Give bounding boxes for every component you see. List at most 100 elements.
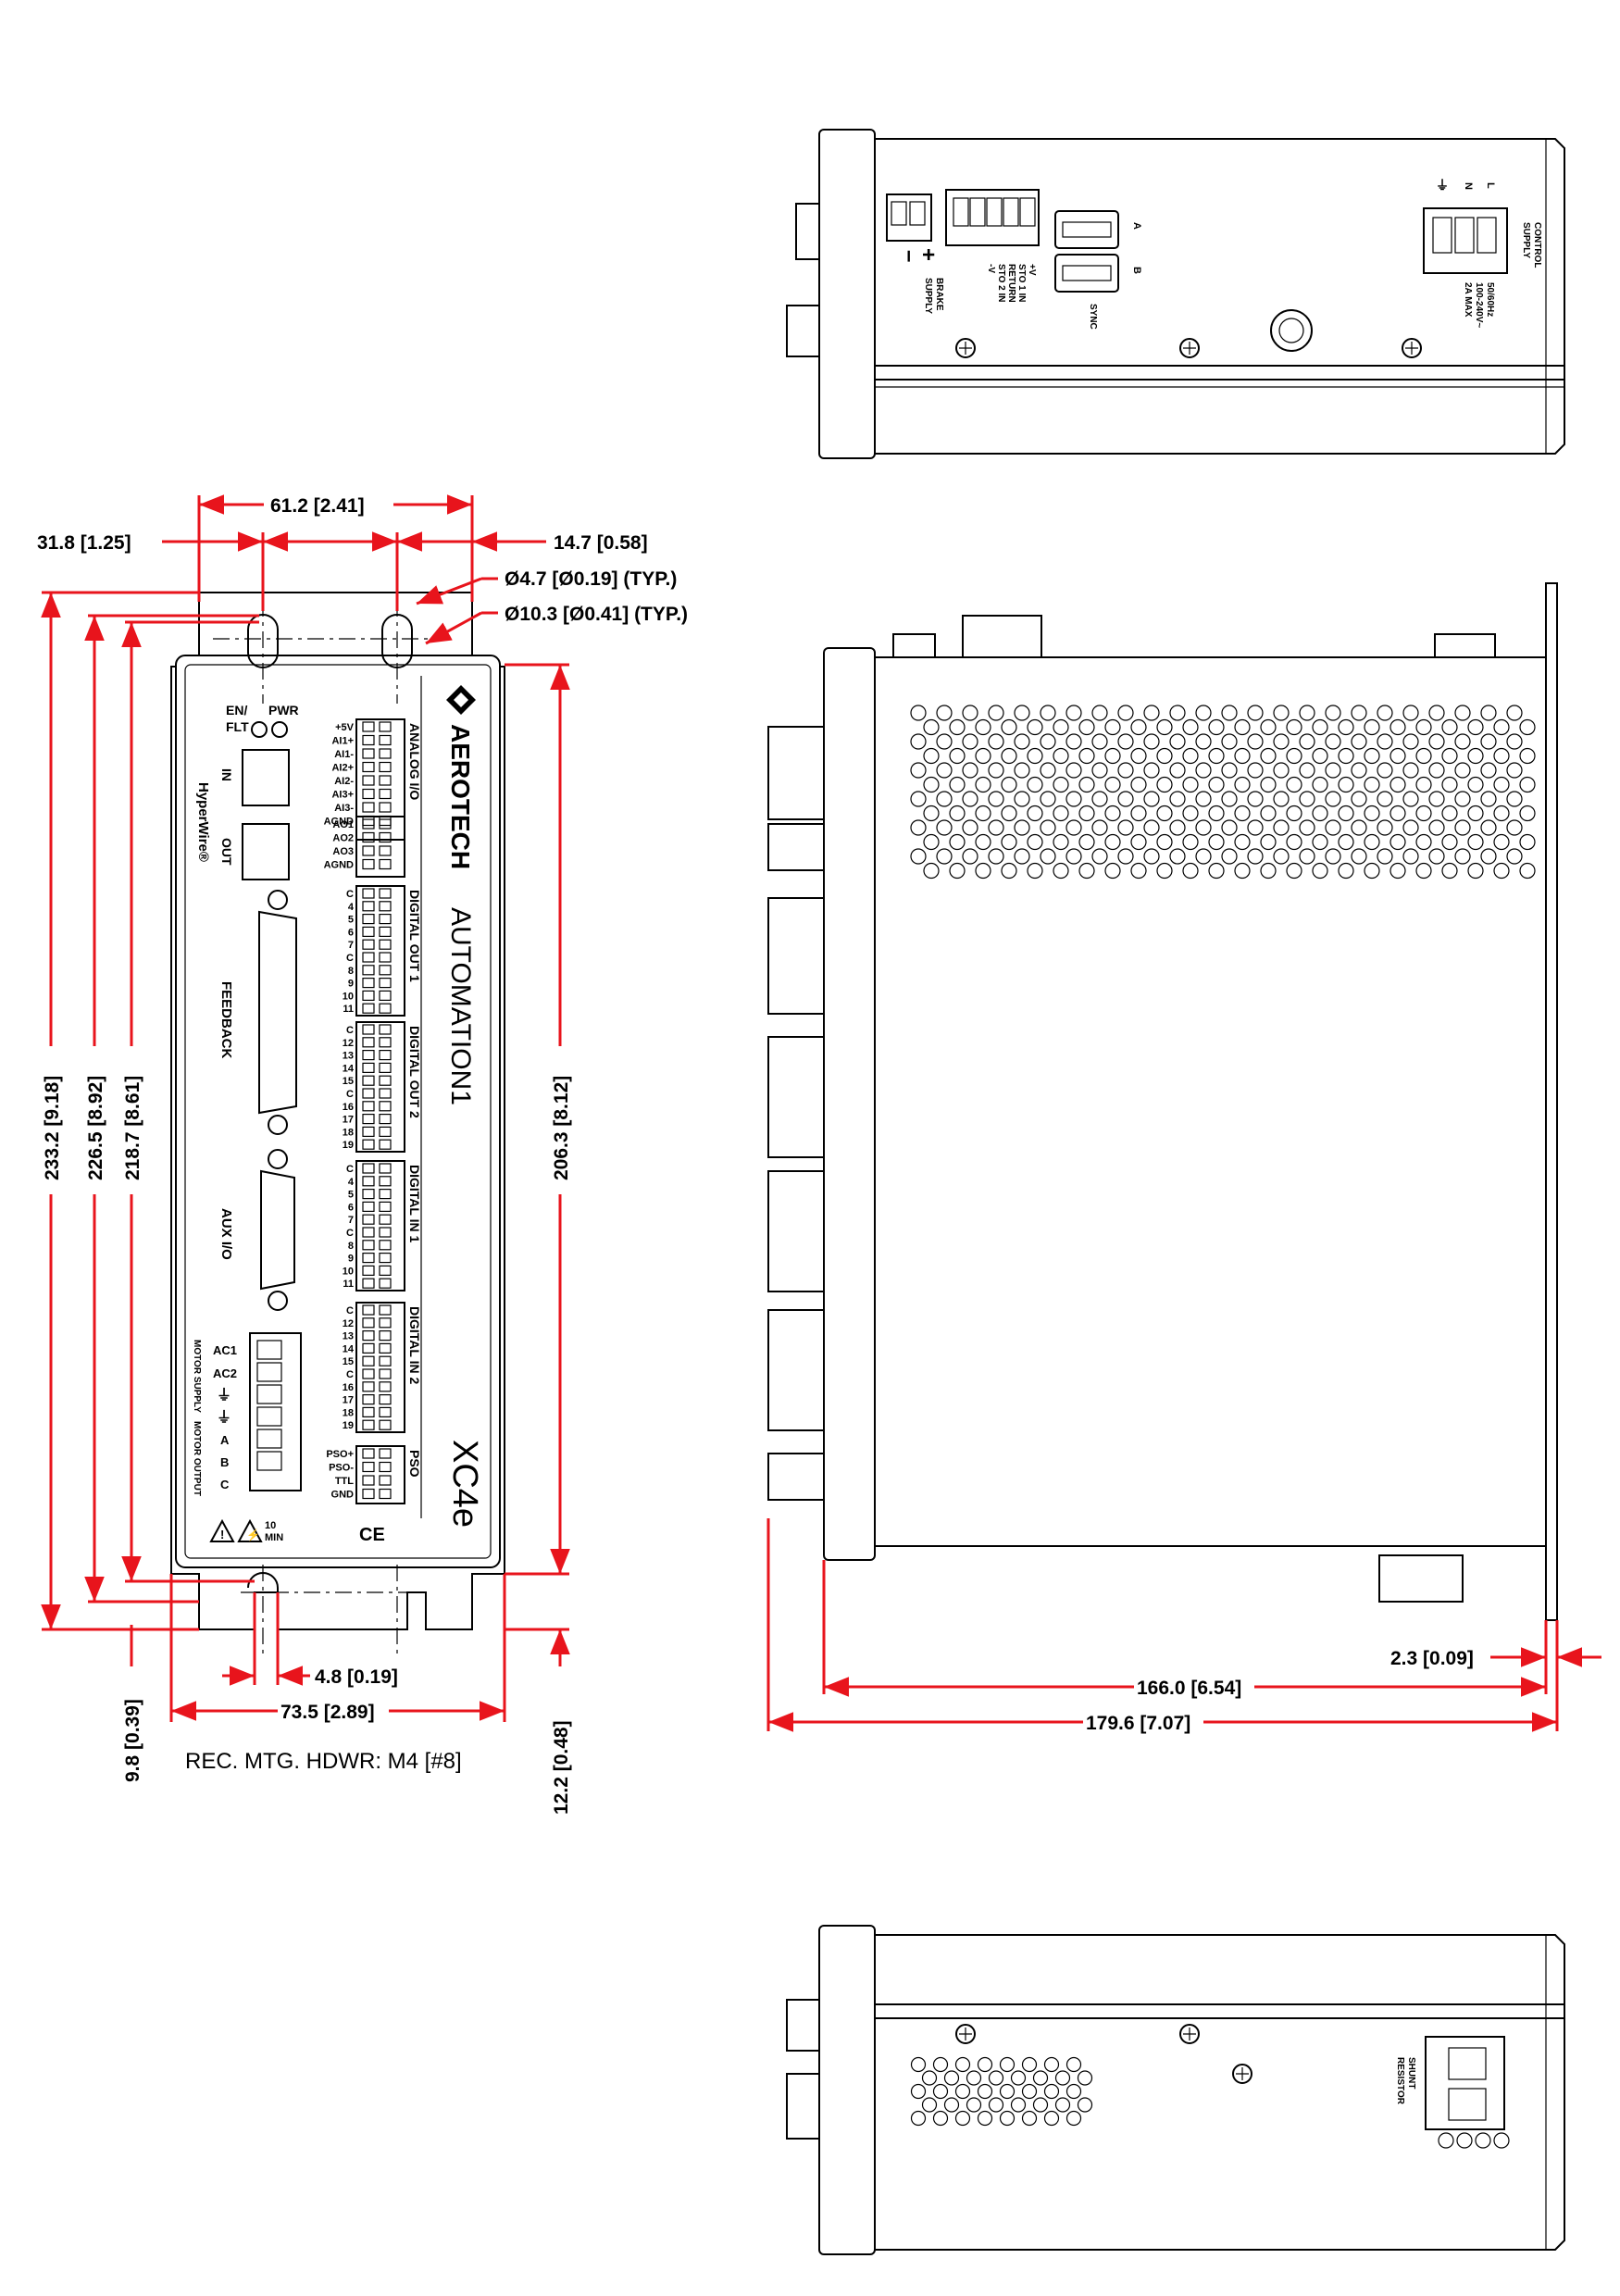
pin-label: AGND <box>324 860 354 871</box>
pin-label: 15 <box>343 1076 354 1087</box>
pin-label: 15 <box>343 1356 354 1367</box>
control-supply-connector <box>1423 207 1508 274</box>
vent-hole <box>1364 776 1380 793</box>
vent-hole <box>1027 718 1043 736</box>
vent-hole <box>1053 776 1069 793</box>
pin-label: 17 <box>343 1115 354 1126</box>
power-label-b: B <box>220 1455 229 1469</box>
vent-hole <box>1221 819 1238 836</box>
vent-hole <box>1402 791 1419 807</box>
vent-hole <box>1454 819 1471 836</box>
pin-label: 13 <box>343 1331 354 1342</box>
vent-hole <box>966 2070 982 2086</box>
vent-hole <box>910 2056 927 2073</box>
vent-hole <box>943 2070 960 2086</box>
vent-hole <box>1428 762 1445 779</box>
vent-hole <box>949 805 966 822</box>
vent-hole <box>1247 791 1264 807</box>
control-terminal-n: N <box>1463 182 1474 190</box>
dim-166-0: 166.0 [6.54] <box>1137 1678 1241 1699</box>
svg-text:RESISTOR: RESISTOR <box>1395 2057 1405 2105</box>
top-view-connector-stub <box>795 203 820 260</box>
vent-hole <box>1377 819 1393 836</box>
vent-hole <box>910 2083 927 2100</box>
vent-hole <box>1467 747 1484 765</box>
en-flt-led <box>251 721 268 738</box>
vent-hole <box>1351 705 1367 721</box>
vent-hole <box>1117 762 1134 779</box>
vent-hole <box>1208 718 1225 736</box>
vent-hole <box>1078 862 1095 880</box>
vent-hole <box>1441 805 1458 822</box>
vent-hole <box>1273 819 1290 836</box>
vent-hole <box>1195 848 1212 865</box>
vent-hole <box>936 791 953 807</box>
vent-hole <box>1325 705 1341 721</box>
vent-holes <box>1438 2132 1510 2149</box>
vent-hole <box>1312 862 1328 880</box>
vent-hole <box>1104 747 1121 765</box>
vent-hole <box>1493 805 1510 822</box>
vent-hole <box>1454 848 1471 865</box>
pin-label: 14 <box>343 1063 355 1074</box>
vent-hole <box>1519 862 1536 880</box>
vent-hole <box>1402 762 1419 779</box>
pin-label: AI2+ <box>331 763 354 774</box>
pin-label: 16 <box>343 1382 354 1393</box>
vent-hole <box>1014 705 1030 721</box>
brake-supply-label: BRAKE <box>934 278 944 311</box>
product-line: AUTOMATION1 <box>445 907 476 1105</box>
usb-label-b: B <box>1131 267 1142 274</box>
vent-hole <box>1428 733 1445 750</box>
vent-hole <box>1221 791 1238 807</box>
vent-hole <box>1454 705 1471 721</box>
vent-hole <box>1040 819 1056 836</box>
pin-label: 13 <box>343 1051 354 1062</box>
dim-233-2: 233.2 [9.18] <box>42 1076 63 1180</box>
pin-label: AO2 <box>332 833 354 844</box>
vent-hole <box>975 833 991 851</box>
side-connectors <box>767 726 825 1501</box>
vent-hole <box>1014 733 1030 750</box>
vent-hole <box>1480 762 1497 779</box>
vent-holes <box>910 2056 1093 2127</box>
vent-hole <box>1010 2070 1027 2086</box>
screw-icon <box>955 338 976 358</box>
vent-hole <box>910 733 927 750</box>
vent-hole <box>936 733 953 750</box>
vent-hole <box>1054 2097 1071 2113</box>
vent-hole <box>988 2097 1004 2113</box>
vent-hole <box>936 848 953 865</box>
vent-hole <box>1001 718 1017 736</box>
vent-hole <box>1351 762 1367 779</box>
vent-hole <box>1441 718 1458 736</box>
dim-73-5: 73.5 [2.89] <box>280 1702 375 1723</box>
vent-hole <box>1377 848 1393 865</box>
vent-hole <box>1130 718 1147 736</box>
vent-hole <box>1078 718 1095 736</box>
vent-hole <box>1351 791 1367 807</box>
vent-hole <box>1351 733 1367 750</box>
vent-hole <box>1143 848 1160 865</box>
vent-hole <box>1338 776 1354 793</box>
vent-hole <box>1234 833 1251 851</box>
terminal-block-title: DIGITAL IN 2 <box>407 1306 422 1384</box>
vent-hole <box>1415 833 1432 851</box>
vent-hole <box>1364 747 1380 765</box>
vent-hole <box>1493 718 1510 736</box>
vent-hole <box>1054 2070 1071 2086</box>
vent-hole <box>932 2056 949 2073</box>
vent-hole <box>1402 848 1419 865</box>
pin-label: 8 <box>348 966 354 977</box>
vent-hole <box>923 718 940 736</box>
vent-hole <box>949 833 966 851</box>
vent-hole <box>1286 718 1302 736</box>
brake-polarity-minus: – <box>897 250 922 262</box>
vent-hole <box>988 791 1004 807</box>
sto-label: -V <box>986 264 996 273</box>
vent-hole <box>1234 747 1251 765</box>
hyperwire-in-label: IN <box>219 768 234 781</box>
high-voltage-icon: ⚡ <box>237 1518 263 1542</box>
